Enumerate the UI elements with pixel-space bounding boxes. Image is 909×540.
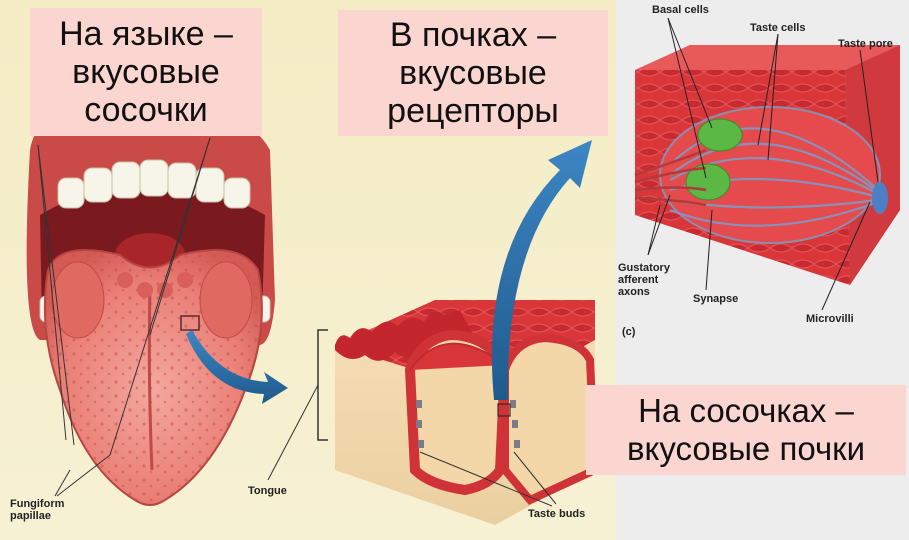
caption-line: сосочки (30, 91, 262, 129)
label-gustatory-afferent-axons: Gustatory afferent axons (618, 262, 688, 298)
caption-line: На языке – (30, 15, 262, 53)
label-line: papillae (10, 510, 80, 522)
label-line: Fungiform (10, 498, 80, 510)
tongue-bracket (318, 330, 328, 440)
caption-line: В почках – (338, 16, 608, 54)
caption-papillae-buds: На сосочках – вкусовые почки (586, 385, 906, 475)
label-line: afferent (618, 274, 688, 286)
label-taste-buds: Taste buds (528, 508, 585, 520)
label-line: axons (618, 286, 688, 298)
label-panel-c: (c) (622, 326, 635, 338)
caption-line: рецепторы (338, 92, 608, 130)
caption-line: вкусовые почки (586, 430, 906, 468)
label-taste-pore: Taste pore (838, 38, 893, 50)
papillae-block (335, 300, 595, 525)
caption-line: На сосочках – (586, 392, 906, 430)
label-basal-cells: Basal cells (652, 4, 709, 16)
label-tongue: Tongue (248, 485, 287, 497)
label-microvilli: Microvilli (806, 313, 854, 325)
label-synapse: Synapse (693, 293, 738, 305)
caption-buds-receptors: В почках – вкусовые рецепторы (338, 10, 608, 136)
mouth-illustration (27, 116, 275, 505)
caption-line: вкусовые (30, 53, 262, 91)
label-taste-cells: Taste cells (750, 22, 805, 34)
label-line: Gustatory (618, 262, 688, 274)
caption-tongue-papillae: На языке – вкусовые сосочки (30, 8, 262, 136)
label-fungiform-papillae: Fungiform papillae (10, 498, 80, 522)
caption-line: вкусовые (338, 54, 608, 92)
tongue-leader-line (268, 385, 318, 480)
